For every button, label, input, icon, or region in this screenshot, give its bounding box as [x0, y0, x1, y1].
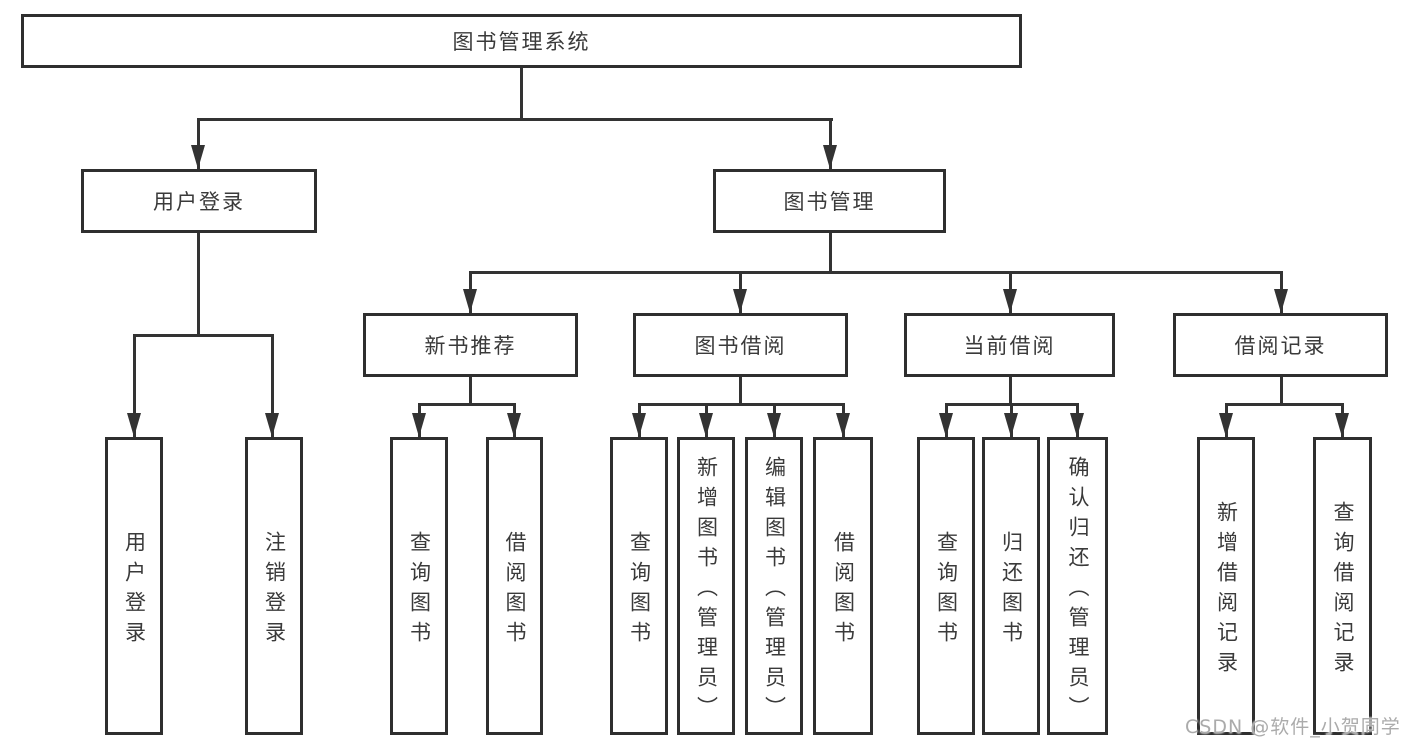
node-book-borrowing-label: 图书借阅	[694, 334, 787, 358]
leaf-nbr-borrow-book-label: 借阅图书	[503, 530, 527, 651]
leaf-cb-query-book-label: 查询图书	[934, 530, 959, 651]
leaf-bb-add-book-admin: 新增图书（管理员）	[677, 437, 735, 735]
leaf-br-query-record-label: 查询借阅记录	[1331, 500, 1355, 681]
arrowhead-nbr-query-icon	[412, 413, 426, 437]
connector-cb-stem	[1009, 375, 1012, 406]
connector-br-stem	[1280, 375, 1283, 406]
connector-drop-book-management	[829, 118, 832, 169]
leaf-logout-login: 注销登录	[245, 437, 303, 735]
leaf-cb-confirm-return-admin-label: 确认归还（管理员）	[1066, 455, 1090, 726]
node-root: 图书管理系统	[21, 14, 1022, 68]
leaf-bb-edit-book-admin: 编辑图书（管理员）	[745, 437, 803, 735]
node-new-book-recommend-label: 新书推荐	[424, 334, 517, 358]
node-borrowing-records: 借阅记录	[1173, 313, 1388, 377]
arrowhead-bb-edit-icon	[767, 413, 781, 437]
node-new-book-recommend: 新书推荐	[363, 313, 578, 377]
leaf-cb-query-book: 查询图书	[917, 437, 975, 735]
node-user-login: 用户登录	[81, 169, 317, 233]
node-root-label: 图书管理系统	[452, 30, 591, 54]
connector-root-stem	[520, 68, 523, 121]
leaf-user-login: 用户登录	[105, 437, 163, 735]
leaf-br-add-record: 新增借阅记录	[1197, 437, 1255, 735]
connector-user-login-branch	[133, 334, 274, 337]
node-borrowing-records-label: 借阅记录	[1234, 334, 1327, 358]
connector-nbr-stem	[469, 375, 472, 406]
leaf-nbr-query-book: 查询图书	[390, 437, 448, 735]
leaf-nbr-borrow-book: 借阅图书	[486, 437, 543, 735]
arrowhead-borrowing-records-icon	[1274, 289, 1288, 313]
leaf-bb-edit-book-admin-label: 编辑图书（管理员）	[762, 455, 787, 726]
connector-level2-branch	[469, 271, 1283, 274]
connector-bb-branch	[638, 403, 845, 406]
leaf-br-add-record-label: 新增借阅记录	[1214, 500, 1239, 681]
connector-nbr-branch	[418, 403, 516, 406]
arrowhead-current-borrowing-icon	[1003, 289, 1017, 313]
arrowhead-br-add-icon	[1219, 413, 1233, 437]
arrowhead-user-login-icon	[191, 145, 205, 169]
arrowhead-bb-add-icon	[699, 413, 713, 437]
leaf-bb-query-book-label: 查询图书	[627, 530, 652, 651]
arrowhead-br-query-icon	[1335, 413, 1349, 437]
connector-user-login-stem	[197, 233, 200, 336]
leaf-bb-borrow-book: 借阅图书	[813, 437, 873, 735]
leaf-bb-add-book-admin-label: 新增图书（管理员）	[694, 455, 719, 726]
arrowhead-nbr-borrow-icon	[507, 413, 521, 437]
connector-bb-stem	[739, 375, 742, 406]
node-book-management: 图书管理	[713, 169, 946, 233]
arrowhead-new-book-recommend-icon	[463, 289, 477, 313]
connector-br-branch	[1225, 403, 1344, 406]
leaf-nbr-query-book-label: 查询图书	[407, 530, 432, 651]
leaf-user-login-label: 用户登录	[122, 530, 147, 651]
arrowhead-leaf-logout-icon	[265, 413, 279, 437]
leaf-cb-return-book: 归还图书	[982, 437, 1040, 735]
leaf-cb-confirm-return-admin: 确认归还（管理员）	[1047, 437, 1108, 735]
node-current-borrowing-label: 当前借阅	[963, 334, 1056, 358]
node-book-management-label: 图书管理	[783, 190, 876, 214]
csdn-watermark: CSDN @软件_小贺同学	[1185, 716, 1401, 738]
leaf-cb-return-book-label: 归还图书	[999, 530, 1024, 651]
connector-drop-leaf-user-login	[133, 334, 136, 437]
connector-level1-branch	[197, 118, 833, 121]
arrowhead-book-management-icon	[823, 145, 837, 169]
connector-drop-user-login	[197, 118, 200, 169]
node-current-borrowing: 当前借阅	[904, 313, 1115, 377]
connector-drop-leaf-logout	[271, 334, 274, 437]
arrowhead-bb-borrow-icon	[836, 413, 850, 437]
arrowhead-book-borrowing-icon	[733, 289, 747, 313]
arrowhead-leaf-user-login-icon	[127, 413, 141, 437]
leaf-bb-borrow-book-label: 借阅图书	[831, 530, 856, 651]
leaf-logout-login-label: 注销登录	[262, 530, 287, 651]
arrowhead-cb-confirm-icon	[1070, 413, 1084, 437]
leaf-bb-query-book: 查询图书	[610, 437, 668, 735]
arrowhead-cb-query-icon	[939, 413, 953, 437]
node-user-login-label: 用户登录	[153, 190, 245, 214]
arrowhead-bb-query-icon	[632, 413, 646, 437]
node-book-borrowing: 图书借阅	[633, 313, 848, 377]
leaf-br-query-record: 查询借阅记录	[1313, 437, 1372, 735]
connector-book-management-stem	[829, 233, 832, 274]
arrowhead-cb-return-icon	[1004, 413, 1018, 437]
